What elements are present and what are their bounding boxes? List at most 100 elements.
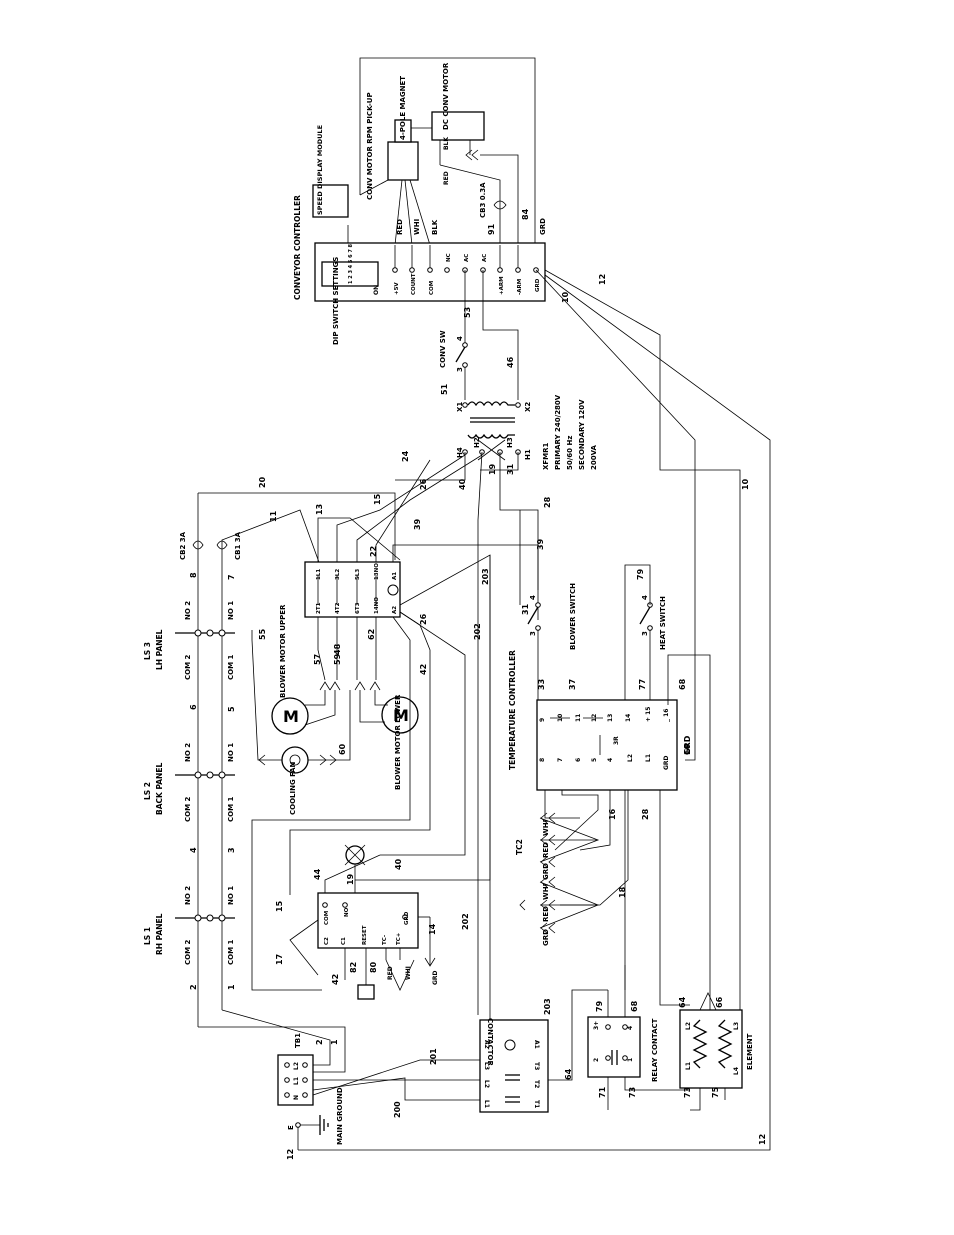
svg-text:39: 39 bbox=[413, 518, 422, 530]
blower-switch: 4 3 31 BLOWER SWITCH bbox=[519, 510, 577, 705]
svg-text:62: 62 bbox=[367, 629, 376, 640]
svg-text:3L2: 3L2 bbox=[335, 569, 341, 580]
svg-text:LS 3: LS 3 bbox=[143, 642, 152, 660]
svg-text:COM 1: COM 1 bbox=[227, 797, 235, 822]
svg-text:5: 5 bbox=[227, 706, 236, 712]
svg-text:L4: L4 bbox=[733, 1067, 740, 1075]
svg-text:26: 26 bbox=[419, 478, 428, 490]
svg-text:37: 37 bbox=[568, 679, 577, 690]
heat-switch: 4 3 HEAT SWITCH 79 bbox=[624, 564, 667, 990]
svg-text:ON: ON bbox=[373, 285, 380, 295]
svg-text:GRD: GRD bbox=[683, 735, 692, 755]
svg-text:H4: H4 bbox=[456, 447, 464, 458]
svg-text:WHI: WHI bbox=[405, 966, 412, 980]
svg-text:13: 13 bbox=[315, 504, 324, 515]
svg-text:5L3: 5L3 bbox=[355, 569, 361, 580]
svg-text:33: 33 bbox=[537, 679, 546, 690]
svg-text:3: 3 bbox=[641, 631, 649, 636]
blower-upper-label: BLOWER MOTOR UPPER bbox=[279, 604, 287, 698]
svg-text:8: 8 bbox=[539, 758, 546, 762]
svg-text:4T2: 4T2 bbox=[335, 602, 341, 614]
cb3-fuse bbox=[493, 200, 507, 210]
conveyor-section: CONV MOTOR RPM PICK-UP 4-POLE MAGNET DC … bbox=[293, 57, 771, 1151]
svg-text:12: 12 bbox=[598, 274, 607, 285]
svg-text:10: 10 bbox=[741, 478, 750, 490]
svg-text:LH PANEL: LH PANEL bbox=[155, 629, 164, 670]
svg-text:66: 66 bbox=[715, 996, 724, 1008]
svg-text:64: 64 bbox=[564, 1068, 573, 1080]
svg-text:68: 68 bbox=[678, 678, 687, 690]
terminal-block-tb1: L2 L1 N TB1 2 1 201 200 64 71 73 73 75 E… bbox=[198, 1009, 767, 1160]
tc2: WHI RED GRD TC2 bbox=[515, 812, 600, 880]
svg-text:GRD: GRD bbox=[542, 929, 550, 946]
svg-text:COM 2: COM 2 bbox=[184, 940, 192, 965]
magnet-label: 4-POLE MAGNET bbox=[399, 76, 407, 140]
svg-text:24: 24 bbox=[401, 450, 410, 462]
svg-text:E: E bbox=[287, 1125, 295, 1130]
svg-text:12: 12 bbox=[758, 1134, 767, 1145]
pickup-label: CONV MOTOR RPM PICK-UP bbox=[366, 92, 374, 200]
svg-text:26: 26 bbox=[419, 613, 428, 625]
svg-text:NO 2: NO 2 bbox=[184, 601, 192, 620]
ls1-switch: LS 1 RH PANEL NO 2 NO 1 COM 2 COM 1 bbox=[143, 886, 235, 965]
svg-text:AC: AC bbox=[482, 254, 488, 262]
svg-text:-ARM: -ARM bbox=[517, 279, 523, 295]
tb1-label: TB1 bbox=[294, 1033, 302, 1048]
heat-switch-label: HEAT SWITCH bbox=[659, 596, 667, 650]
svg-text:H2: H2 bbox=[473, 437, 481, 448]
svg-text:C2: C2 bbox=[324, 937, 330, 945]
svg-text:H1: H1 bbox=[524, 449, 532, 460]
svg-text:GRD: GRD bbox=[535, 278, 541, 292]
svg-text:XFMR1: XFMR1 bbox=[542, 442, 550, 470]
svg-text:C1: C1 bbox=[341, 937, 347, 945]
svg-text:73: 73 bbox=[628, 1087, 637, 1098]
svg-text:91: 91 bbox=[487, 223, 496, 235]
speed-display-label: SPEED DISPLAY MODULE bbox=[316, 125, 324, 215]
svg-text:L2: L2 bbox=[483, 1080, 490, 1088]
svg-text:TC2: TC2 bbox=[515, 839, 524, 855]
svg-text:1L1: 1L1 bbox=[316, 569, 322, 580]
svg-text:RED: RED bbox=[396, 219, 404, 235]
svg-text:L2: L2 bbox=[293, 1062, 300, 1070]
svg-text:GRD: GRD bbox=[539, 218, 547, 235]
svg-text:COM: COM bbox=[429, 281, 435, 295]
svg-text:L1: L1 bbox=[483, 1100, 490, 1108]
svg-text:COM: COM bbox=[324, 911, 330, 925]
svg-text:PRIMARY 240/280V: PRIMARY 240/280V bbox=[554, 394, 562, 470]
svg-text:N: N bbox=[293, 1095, 300, 1100]
svg-text:RESET: RESET bbox=[362, 925, 368, 945]
svg-text:10: 10 bbox=[561, 291, 570, 303]
cb1-fuse bbox=[216, 540, 228, 550]
svg-text:8: 8 bbox=[189, 572, 198, 578]
svg-text:NO 2: NO 2 bbox=[184, 886, 192, 905]
svg-text:COM 2: COM 2 bbox=[184, 797, 192, 822]
svg-text:GRD: GRD bbox=[542, 863, 550, 880]
svg-text:16: 16 bbox=[608, 808, 617, 820]
svg-text:A2: A2 bbox=[392, 606, 398, 614]
svg-text:20: 20 bbox=[258, 476, 267, 488]
ls3-switch: LS 3 LH PANEL NO 2 NO 1 COM 2 COM 1 bbox=[143, 601, 235, 680]
svg-text:WHI: WHI bbox=[542, 884, 550, 900]
svg-text:17: 17 bbox=[275, 954, 284, 965]
svg-text:6: 6 bbox=[575, 758, 582, 762]
cb2-fuse bbox=[192, 540, 204, 550]
svg-text:AC: AC bbox=[464, 254, 470, 262]
svg-text:4: 4 bbox=[641, 595, 649, 600]
svg-text:60: 60 bbox=[338, 743, 347, 755]
svg-text:3+: 3+ bbox=[593, 1021, 600, 1030]
svg-text:203: 203 bbox=[543, 998, 552, 1015]
svg-text:M: M bbox=[393, 706, 409, 725]
conveyor-controller-label: CONVEYOR CONTROLLER bbox=[293, 195, 302, 300]
svg-text:19: 19 bbox=[488, 463, 497, 475]
svg-text:201: 201 bbox=[429, 1048, 438, 1065]
svg-text:28: 28 bbox=[543, 496, 552, 508]
svg-text:H3: H3 bbox=[506, 437, 514, 448]
svg-text:14: 14 bbox=[428, 923, 437, 935]
svg-text:44: 44 bbox=[313, 868, 322, 880]
svg-text:RH PANEL: RH PANEL bbox=[155, 913, 164, 955]
svg-text:3: 3 bbox=[529, 631, 537, 636]
svg-text:6: 6 bbox=[189, 704, 198, 710]
svg-text:T1: T1 bbox=[533, 1100, 540, 1108]
svg-text:75: 75 bbox=[711, 1086, 720, 1098]
svg-text:1: 1 bbox=[227, 984, 236, 990]
